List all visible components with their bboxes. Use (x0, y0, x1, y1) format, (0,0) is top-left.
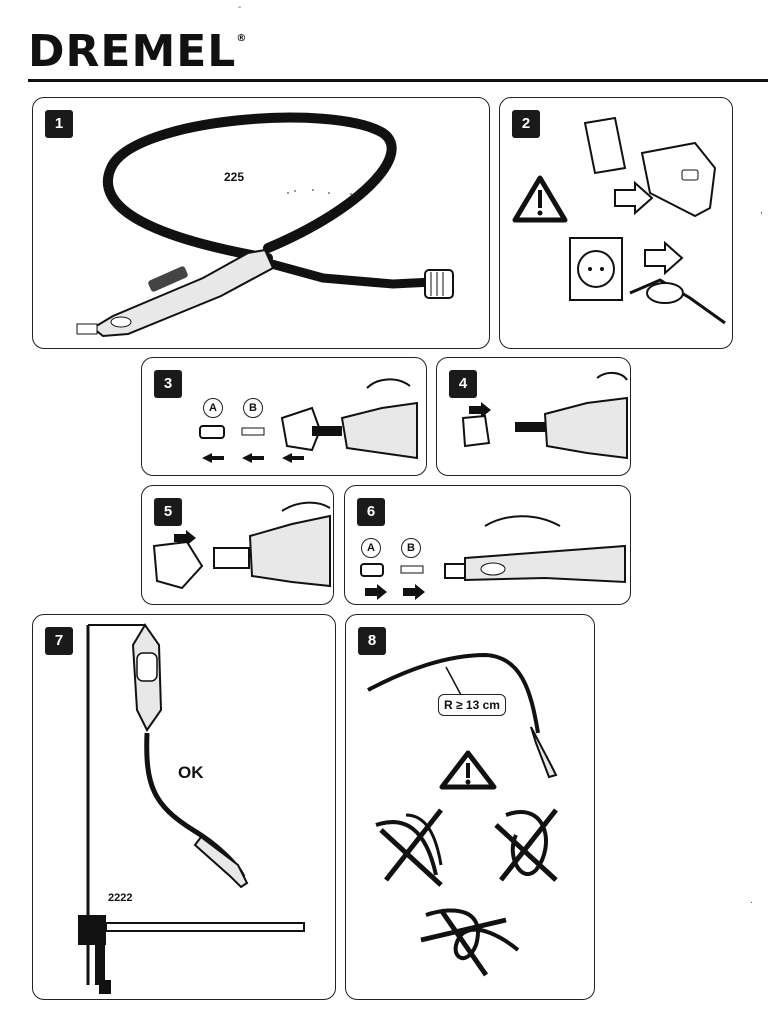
attach-nut-illustration (461, 372, 628, 460)
step-number: 2 (512, 110, 540, 138)
ok-label: OK (178, 763, 204, 782)
step-1-panel: 1 225 (32, 97, 490, 349)
step-number: 8 (358, 627, 386, 655)
insert-collet-illustration (360, 515, 626, 600)
step-number: 1 (45, 110, 73, 138)
holder-model-label: 2222 (108, 892, 133, 904)
label-a-circle: A (203, 398, 223, 418)
step-8-panel: 8 R ≥ 13 cm (345, 614, 595, 1000)
arrow-right-icon (403, 584, 425, 600)
step-5-panel: 5 (141, 485, 334, 605)
label-b-circle: B (401, 538, 421, 558)
arrow-right-icon (614, 180, 654, 216)
step-3-panel: 3 A B (141, 357, 427, 476)
arrow-right-icon (365, 584, 387, 600)
arrow-left-icon (282, 453, 304, 463)
header-rule (28, 79, 768, 82)
step-number: 6 (357, 498, 385, 526)
shaft-coupling (424, 269, 454, 299)
crossed-out-icon (375, 808, 443, 887)
bend-radius-illustration (367, 652, 558, 977)
crossed-out-icon (420, 908, 520, 977)
bend-radius-label: R ≥ 13 cm (438, 694, 506, 716)
scan-mark: - (238, 2, 242, 13)
scan-mark: . (750, 895, 753, 906)
wall-outlet (569, 237, 623, 301)
arrow-right-icon (469, 402, 491, 418)
handpiece (76, 248, 275, 338)
unplug-illustration (512, 116, 726, 325)
plug (629, 278, 726, 325)
step-7-panel: 7 OK 2222 (32, 614, 336, 1000)
warning-triangle-icon (512, 175, 568, 223)
scan-mark: , (760, 205, 763, 216)
arrow-left-icon (242, 453, 264, 463)
step-4-panel: 4 (436, 357, 631, 476)
tighten-nut-illustration (152, 501, 331, 590)
step-6-panel: 6 A B (344, 485, 631, 605)
battery-pack (583, 116, 717, 218)
warning-triangle-icon (439, 750, 497, 790)
arrow-left-icon (202, 453, 224, 463)
step-number: 4 (449, 370, 477, 398)
arrow-right-icon (644, 240, 684, 276)
brand-name: DREMEL (28, 26, 237, 77)
bench-clamp (78, 915, 305, 994)
step-number: 5 (154, 498, 182, 526)
step-number: 3 (154, 370, 182, 398)
registered-mark: ® (236, 33, 248, 44)
flex-shaft-illustration (76, 112, 454, 338)
label-a-circle: A (361, 538, 381, 558)
collet-removal-illustration (199, 378, 418, 463)
motor-unit (131, 623, 163, 732)
step-2-panel: 2 (499, 97, 733, 349)
model-label: 225 (224, 170, 245, 184)
hanging-holder-illustration (78, 623, 305, 994)
crossed-out-icon (494, 808, 558, 882)
step-number: 7 (45, 627, 73, 655)
label-b-circle: B (243, 398, 263, 418)
brand-logo: DREMEL® (28, 30, 247, 74)
